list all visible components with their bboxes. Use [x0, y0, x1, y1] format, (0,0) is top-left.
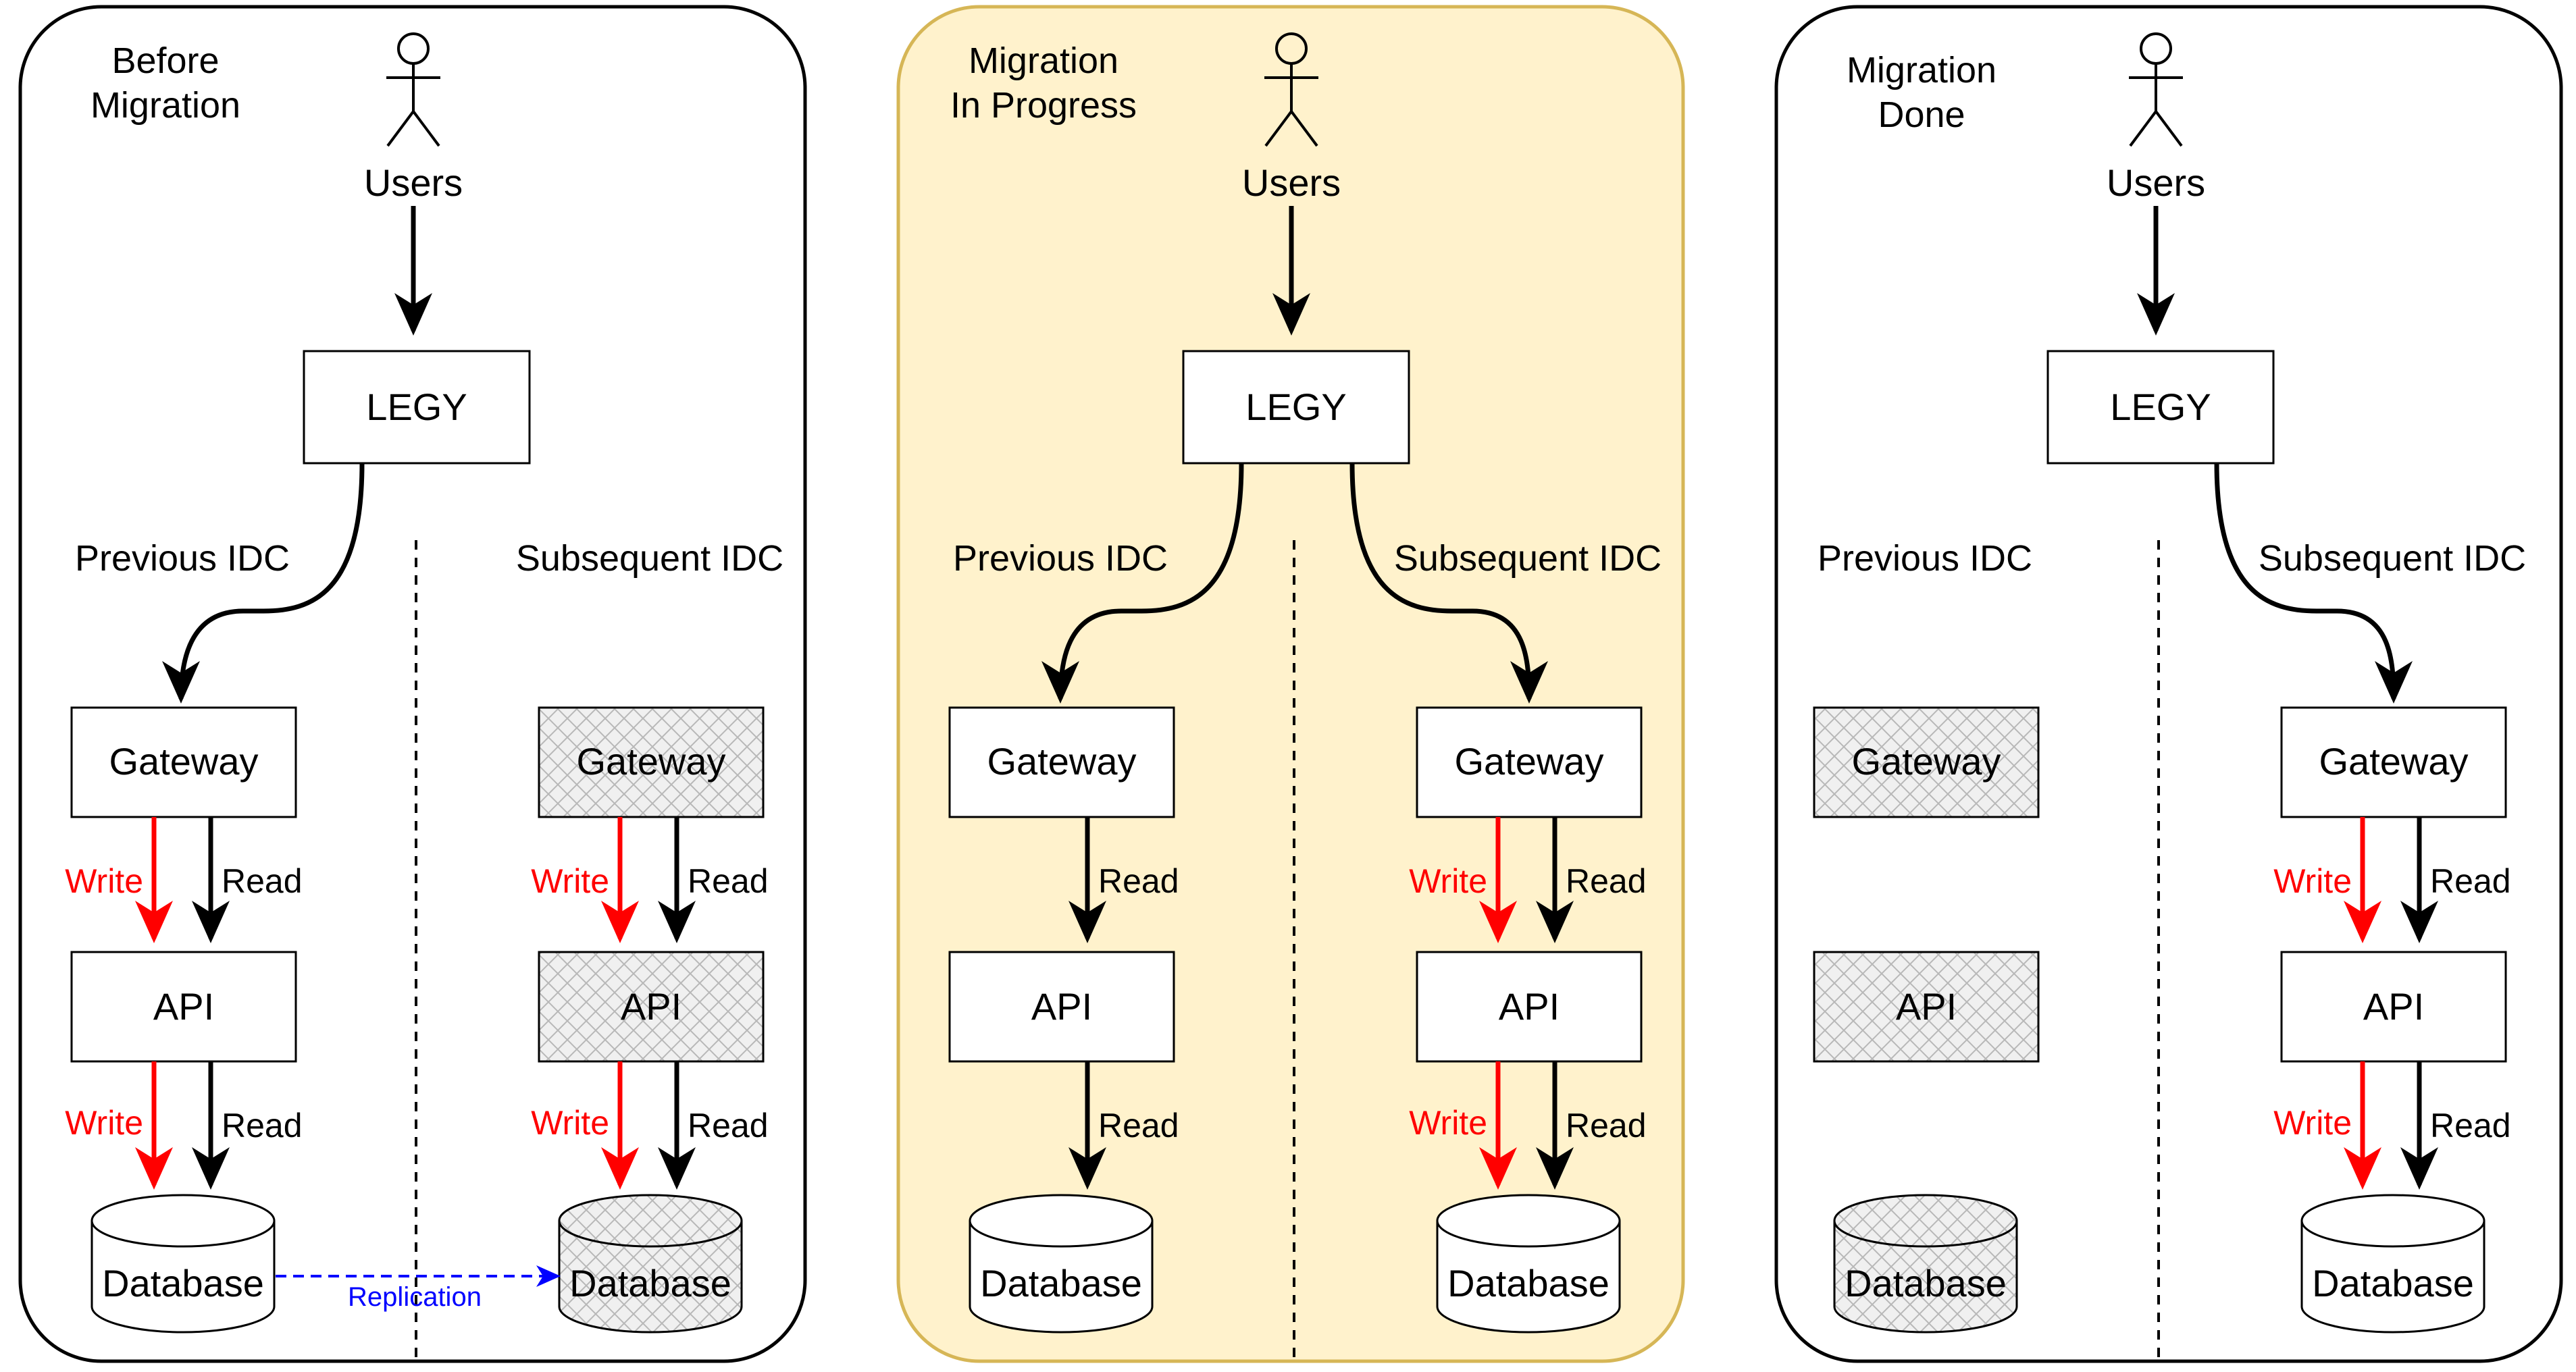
panel-title-line-1: Migration [969, 41, 1118, 81]
users-label: Users [2107, 161, 2205, 204]
gateway-box-previous [948, 706, 1175, 818]
panel-before-migration: Before Migration Users LEGY Previous IDC… [18, 5, 807, 1363]
previous-idc-label: Previous IDC [953, 538, 1168, 579]
read-label: Read [688, 1107, 769, 1144]
legy-box [2046, 350, 2275, 465]
gateway-box-subsequent [538, 706, 765, 818]
legy-to-gateway-connector [2214, 463, 2413, 704]
gateway-box-subsequent [2280, 706, 2507, 818]
legy-label: LEGY [2110, 386, 2211, 428]
database-label: Database [102, 1262, 264, 1304]
gateway-label: Gateway [1852, 740, 2001, 783]
api-label: API [153, 985, 214, 1028]
api-label: API [1499, 985, 1560, 1028]
api-label: API [1896, 985, 1957, 1028]
stick-figure-icon [386, 32, 440, 147]
write-label: Write [531, 862, 609, 900]
legy-box [303, 350, 531, 465]
stick-figure-icon [2129, 32, 2183, 147]
api-label: API [1031, 985, 1092, 1028]
panel-migration-done: Migration Done Users LEGY Previous IDC S… [1774, 5, 2563, 1363]
legy-to-gateway-connector-subsequent [1349, 463, 1548, 704]
api-label: API [621, 985, 681, 1028]
legy-label: LEGY [1245, 386, 1346, 428]
write-label: Write [2273, 1104, 2352, 1142]
previous-idc-label: Previous IDC [75, 538, 290, 579]
legy-label: LEGY [366, 386, 467, 428]
subsequent-idc-label: Subsequent IDC [1394, 538, 1661, 579]
api-box-previous [948, 951, 1175, 1063]
database-label: Database [2312, 1262, 2474, 1304]
write-label: Write [65, 862, 143, 900]
replication-label: Replication [348, 1282, 482, 1312]
api-box-subsequent [2280, 951, 2507, 1063]
gateway-box-subsequent [1416, 706, 1643, 818]
panel-title-line-2: Done [1878, 95, 1965, 135]
users-label: Users [1242, 161, 1341, 204]
gateway-label: Gateway [1455, 740, 1604, 783]
subsequent-idc-label: Subsequent IDC [516, 538, 783, 579]
read-label: Read [1098, 1107, 1179, 1144]
stick-figure-icon [1264, 32, 1318, 147]
gateway-label: Gateway [2319, 740, 2469, 783]
previous-idc-label: Previous IDC [1818, 538, 2032, 579]
database-label: Database [1447, 1262, 1609, 1304]
panel-frame [1774, 5, 2563, 1363]
api-box-subsequent [1416, 951, 1643, 1063]
gateway-label: Gateway [987, 740, 1137, 783]
users-label: Users [364, 161, 463, 204]
write-label: Write [1409, 862, 1487, 900]
panel-title-line-2: Migration [91, 85, 240, 126]
read-label: Read [688, 862, 769, 900]
database-label: Database [569, 1262, 731, 1304]
database-label: Database [980, 1262, 1142, 1304]
database-cylinder-subsequent [2300, 1194, 2485, 1334]
panel-title-line-2: In Progress [950, 85, 1137, 126]
api-box-subsequent [538, 951, 765, 1063]
panel-migration-in-progress: Migration In Progress Users LEGY Previou… [896, 5, 1685, 1363]
gateway-box-previous [1813, 706, 2040, 818]
panel-title-line-1: Migration [1847, 50, 1997, 90]
database-label: Database [1845, 1262, 2007, 1304]
write-label: Write [2273, 862, 2352, 900]
database-cylinder-subsequent [558, 1194, 743, 1334]
read-label: Read [2430, 1107, 2511, 1144]
legy-to-gateway-connector-previous [1041, 463, 1244, 704]
read-label: Read [1566, 862, 1647, 900]
legy-box [1182, 350, 1410, 465]
database-cylinder-previous [91, 1194, 276, 1334]
gateway-label: Gateway [577, 740, 726, 783]
write-label: Write [531, 1104, 609, 1142]
legy-to-gateway-connector [162, 463, 365, 704]
gateway-box-previous [70, 706, 297, 818]
write-label: Write [65, 1104, 143, 1142]
read-label: Read [1566, 1107, 1647, 1144]
gateway-label: Gateway [109, 740, 259, 783]
subsequent-idc-label: Subsequent IDC [2259, 538, 2526, 579]
database-cylinder-subsequent [1436, 1194, 1621, 1334]
database-cylinder-previous [969, 1194, 1154, 1334]
database-cylinder-previous [1833, 1194, 2018, 1334]
panel-title-line-1: Before [111, 41, 219, 81]
read-label: Read [222, 1107, 303, 1144]
api-label: API [2363, 985, 2424, 1028]
read-label: Read [222, 862, 303, 900]
api-box-previous [70, 951, 297, 1063]
read-label: Read [1098, 862, 1179, 900]
read-label: Read [2430, 862, 2511, 900]
api-box-previous [1813, 951, 2040, 1063]
write-label: Write [1409, 1104, 1487, 1142]
